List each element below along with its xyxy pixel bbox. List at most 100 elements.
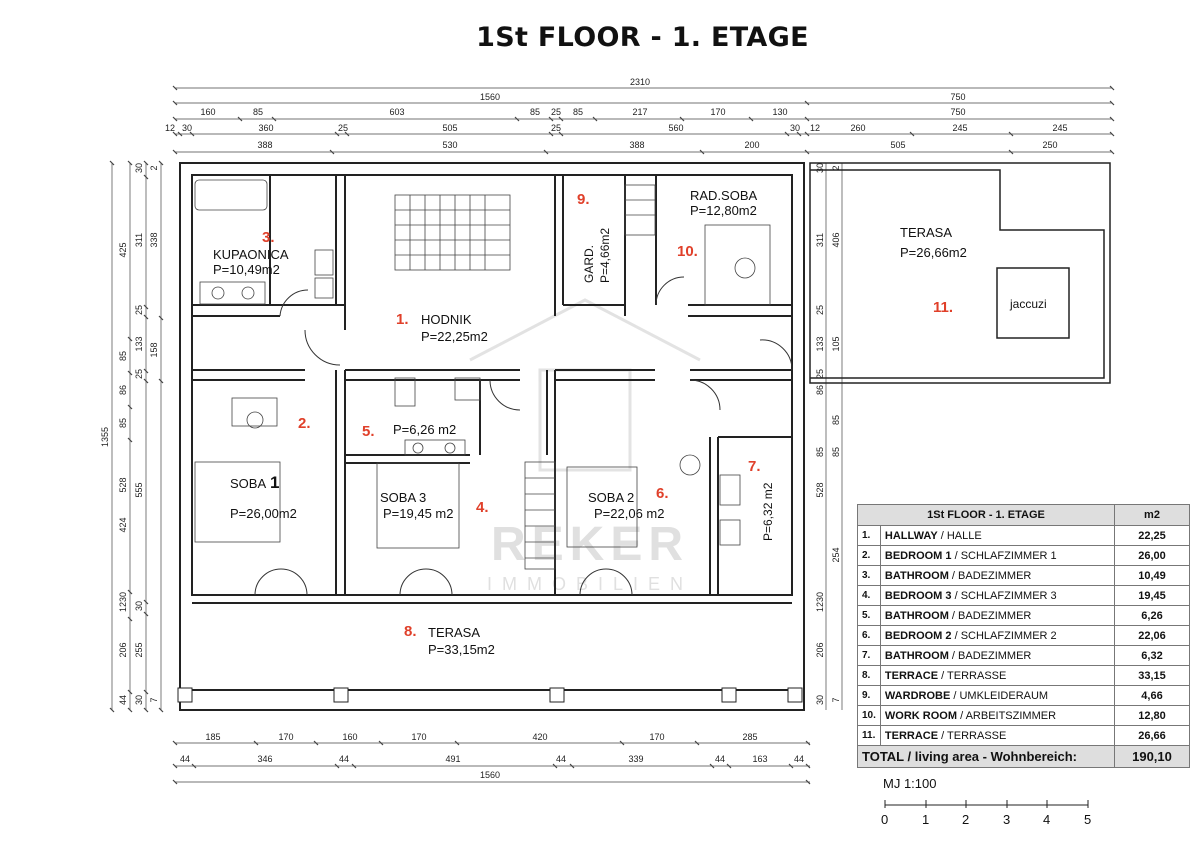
svg-text:44: 44 [794, 754, 804, 764]
watermark-text: REKER [491, 518, 689, 571]
svg-text:85: 85 [253, 107, 263, 117]
svg-text:85: 85 [530, 107, 540, 117]
room-name-9: GARD. [582, 245, 596, 283]
svg-text:30: 30 [815, 695, 825, 705]
svg-text:505: 505 [442, 123, 457, 133]
svg-text:7: 7 [149, 697, 159, 702]
svg-text:424: 424 [118, 517, 128, 532]
room-name-10: RAD.SOBA [690, 188, 758, 203]
svg-text:217: 217 [632, 107, 647, 117]
svg-text:406: 406 [831, 232, 841, 247]
svg-text:420: 420 [532, 732, 547, 742]
svg-text:555: 555 [134, 482, 144, 497]
svg-text:85: 85 [815, 447, 825, 457]
room-area-8: P=33,15m2 [428, 642, 495, 657]
room-number-8: 8. [404, 623, 417, 640]
svg-text:254: 254 [831, 547, 841, 562]
svg-text:160: 160 [342, 732, 357, 742]
room-number-11: 11. [933, 299, 953, 316]
dim-top-total: 2310 [630, 77, 650, 87]
outer-wall [179, 162, 805, 711]
svg-text:285: 285 [742, 732, 757, 742]
svg-text:311: 311 [815, 233, 825, 247]
svg-text:245: 245 [952, 123, 967, 133]
svg-text:750: 750 [950, 107, 965, 117]
svg-text:528: 528 [815, 482, 825, 497]
room-number-3: 3. [262, 229, 275, 246]
svg-text:86: 86 [118, 385, 128, 395]
svg-text:IMMOBILIEN: IMMOBILIEN [487, 574, 693, 594]
svg-text:530: 530 [442, 140, 457, 150]
svg-text:1230: 1230 [815, 592, 825, 612]
svg-text:170: 170 [278, 732, 293, 742]
room-area-6: P=22,06 m2 [594, 506, 664, 521]
svg-text:85: 85 [831, 415, 841, 425]
svg-text:25: 25 [815, 305, 825, 315]
svg-text:250: 250 [1042, 140, 1057, 150]
svg-text:346: 346 [257, 754, 272, 764]
room-number-9: 9. [577, 191, 590, 208]
svg-text:560: 560 [668, 123, 683, 133]
svg-text:85: 85 [118, 418, 128, 428]
svg-text:1560: 1560 [480, 770, 500, 780]
room-number-7: 7. [748, 458, 761, 475]
room-number-2: 2. [298, 415, 311, 432]
total-value: 190,10 [1114, 745, 1190, 768]
svg-text:30: 30 [182, 123, 192, 133]
room-number-4: 4. [476, 499, 489, 516]
svg-text:25: 25 [134, 369, 144, 379]
svg-text:158: 158 [149, 342, 159, 357]
svg-text:133: 133 [815, 336, 825, 351]
scale-bar [884, 800, 1089, 808]
svg-text:750: 750 [950, 92, 965, 102]
svg-text:133: 133 [134, 336, 144, 351]
room-name-2: SOBA [230, 476, 266, 491]
svg-text:206: 206 [815, 642, 825, 657]
svg-text:1560: 1560 [480, 92, 500, 102]
svg-text:505: 505 [890, 140, 905, 150]
svg-text:25: 25 [815, 369, 825, 379]
room-area-11: P=26,66m2 [900, 245, 967, 260]
svg-text:206: 206 [118, 642, 128, 657]
svg-text:85: 85 [831, 447, 841, 457]
svg-text:44: 44 [180, 754, 190, 764]
svg-text:85: 85 [573, 107, 583, 117]
room-area-9: P=4,66m2 [598, 228, 612, 283]
room-number-5: 5. [362, 423, 375, 440]
svg-text:30: 30 [790, 123, 800, 133]
room-name-8: TERASA [428, 625, 480, 640]
total-row: TOTAL / living area - Wohnbereich: 190,1… [857, 745, 1190, 768]
svg-text:44: 44 [715, 754, 725, 764]
svg-text:170: 170 [649, 732, 664, 742]
scale-tick-label: 4 [1043, 812, 1051, 827]
scale-tick-label: 5 [1084, 812, 1092, 827]
room-name-6: SOBA 2 [588, 490, 634, 505]
area-table-header: 1St FLOOR - 1. ETAGE [857, 504, 1115, 526]
svg-text:85: 85 [118, 351, 128, 361]
svg-text:44: 44 [339, 754, 349, 764]
svg-text:528: 528 [118, 477, 128, 492]
room-name-1: HODNIK [421, 312, 472, 327]
scale-tick-label: 1 [922, 812, 930, 827]
svg-text:185: 185 [205, 732, 220, 742]
svg-text:130: 130 [772, 107, 787, 117]
svg-text:105: 105 [831, 336, 841, 351]
svg-text:160: 160 [200, 107, 215, 117]
svg-text:30: 30 [134, 695, 144, 705]
room-area-1: P=22,25m2 [421, 329, 488, 344]
scale-tick-label: 0 [881, 812, 889, 827]
plan-title: 1St FLOOR - 1. ETAGE [476, 22, 809, 53]
room-number-1: 1. [396, 311, 409, 328]
area-table-unit-header: m2 [1114, 504, 1190, 526]
svg-text:25: 25 [338, 123, 348, 133]
scale-tick-label: 2 [962, 812, 970, 827]
